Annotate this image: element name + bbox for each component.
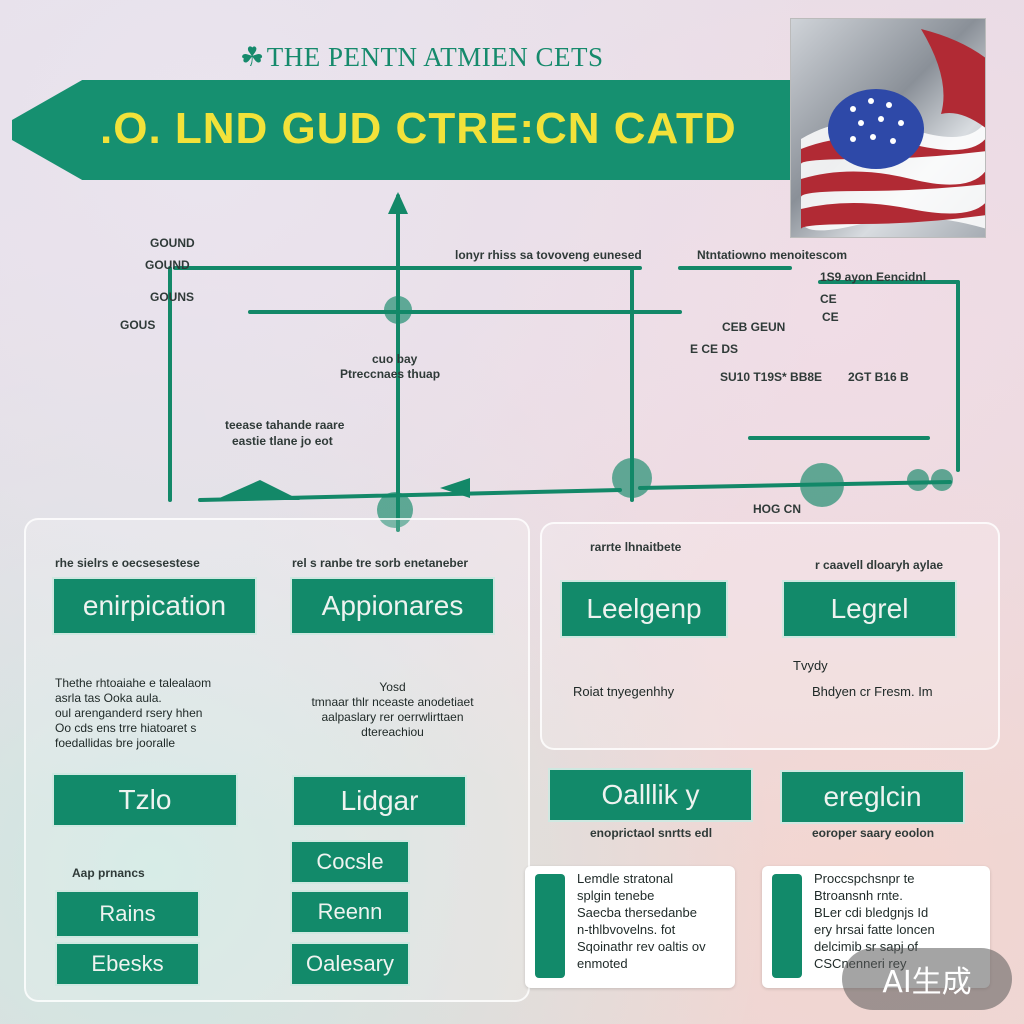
top-connector-label: lonyr rhiss sa tovoveng eunesed	[455, 248, 642, 262]
left-label-1: teease tahande raare	[225, 418, 345, 432]
desc-line: Oo cds ens trre hiatoaret s	[55, 721, 197, 735]
card-line: enmoted	[577, 956, 628, 971]
right-b-subpanel-caption: eoroper saary eoolon	[812, 826, 935, 840]
right-block-label-1: 1S9 ayon Eencidnl	[820, 270, 927, 284]
rains-button[interactable]: Rains	[55, 890, 200, 938]
desc-line: tmnaar thlr nceaste anodetiaet	[311, 695, 474, 709]
left-subpanel-caption: Aap prnancs	[72, 866, 145, 880]
card-line: Proccspchsnpr te	[814, 871, 915, 886]
desc-line: Thethe rhtoaiahe e talealaom	[55, 676, 212, 690]
top-right-title: Ntntatiowno menoitescom	[697, 248, 848, 262]
flag-icon	[801, 29, 985, 231]
right-b-description-top: Tvydy	[793, 658, 828, 673]
desc-line: foedallidas bre jooralle	[55, 736, 176, 750]
right-a-header[interactable]: Leelgenp	[560, 580, 728, 638]
leaf-icon: ☘	[240, 42, 265, 72]
info-card-1[interactable]: Lemdle stratonal splgin tenebe Saecba th…	[525, 866, 735, 988]
oalesary-button[interactable]: Oalesary	[290, 942, 410, 986]
right-a-description: Roiat tnyegenhhy	[573, 684, 675, 699]
ebesks-button[interactable]: Ebesks	[55, 942, 200, 986]
right-block-label-5: E CE DS	[690, 342, 739, 356]
left-label-2: eastie tlane jo eot	[232, 434, 333, 448]
right-a-subpanel-header[interactable]: Oalllik y	[548, 768, 753, 822]
center-panel-description: Yosd tmnaar thlr nceaste anodetiaet aalp…	[290, 680, 495, 740]
flag-image	[790, 18, 986, 238]
card-text: Lemdle stratonal splgin tenebe Saecba th…	[577, 870, 733, 972]
desc-line: dtereachiou	[361, 725, 424, 739]
reenn-button[interactable]: Reenn	[290, 890, 410, 934]
right-block-label-3: CE	[820, 292, 837, 306]
desc-line: oul arenganderd rsery hhen	[55, 706, 203, 720]
right-block-label-7: 2GT B16 B	[848, 370, 909, 384]
left-stack-label-3: GOUNS	[150, 290, 195, 304]
card-line: Sqoinathr rev oaltis ov	[577, 939, 706, 954]
bottom-right-small-label: HOG CN	[753, 502, 801, 516]
card-line: Lemdle stratonal	[577, 871, 674, 886]
left-stack-label-4: GOUS	[120, 318, 156, 332]
ai-generated-badge: AI生成	[842, 948, 1012, 1010]
right-b-description: Bhdyen cr Fresm. Im	[812, 684, 933, 699]
right-a-caption: rarrte lhnaitbete	[590, 540, 682, 554]
card-strip	[535, 874, 565, 978]
left-subpanel-header[interactable]: Tzlo	[52, 773, 238, 827]
center-subpanel-header[interactable]: Lidgar	[292, 775, 467, 827]
card-line: splgin tenebe	[577, 888, 655, 903]
left-stack-label-1: GOUND	[150, 236, 195, 250]
card-line: n-thlbvovelns. fot	[577, 922, 676, 937]
right-b-subpanel-header[interactable]: ereglcin	[780, 770, 965, 824]
mid-label-2: Ptreccnaes thuap	[340, 367, 441, 381]
left-panel-header[interactable]: enirpication	[52, 577, 257, 635]
card-line: Btroansnh rnte.	[814, 888, 903, 903]
cocsle-button[interactable]: Cocsle	[290, 840, 410, 884]
left-panel-description: Thethe rhtoaiahe e talealaom asrla tas O…	[55, 676, 255, 751]
top-title-text: THE PENTN ATMIEN CETS	[266, 42, 604, 72]
right-block-label-4: CE	[822, 310, 839, 324]
left-panel-caption: rhe sielrs e oecsesestese	[55, 556, 200, 570]
banner-title: .O. LND GUD CTRE:CN CATD	[100, 104, 737, 153]
center-panel-header[interactable]: Appionares	[290, 577, 495, 635]
desc-line: asrla tas Ooka aula.	[55, 691, 162, 705]
card-line: ery hrsai fatte loncen	[814, 922, 935, 937]
top-title: ☘THE PENTN ATMIEN CETS	[240, 42, 670, 76]
card-strip	[772, 874, 802, 978]
right-block-label-6: SU10 T19S* BB8E	[720, 370, 823, 384]
right-block-label-2: CEB GEUN	[722, 320, 786, 334]
card-line: Saecba thersedanbe	[577, 905, 697, 920]
title-banner	[12, 80, 792, 180]
right-b-header[interactable]: Legrel	[782, 580, 957, 638]
right-a-subpanel-caption: enoprictaol snrtts edl	[590, 826, 713, 840]
desc-line: Yosd	[379, 680, 406, 694]
card-line: BLer cdi bledgnjs Id	[814, 905, 929, 920]
right-b-caption: r caavell dloaryh aylae	[815, 558, 944, 572]
center-panel-caption: rel s ranbe tre sorb enetaneber	[292, 556, 469, 570]
desc-line: aalpaslary rer oerrwlirttaen	[321, 710, 464, 724]
left-stack-label-2: GOUND	[145, 258, 190, 272]
mid-label-1: cuo bay	[372, 352, 418, 366]
